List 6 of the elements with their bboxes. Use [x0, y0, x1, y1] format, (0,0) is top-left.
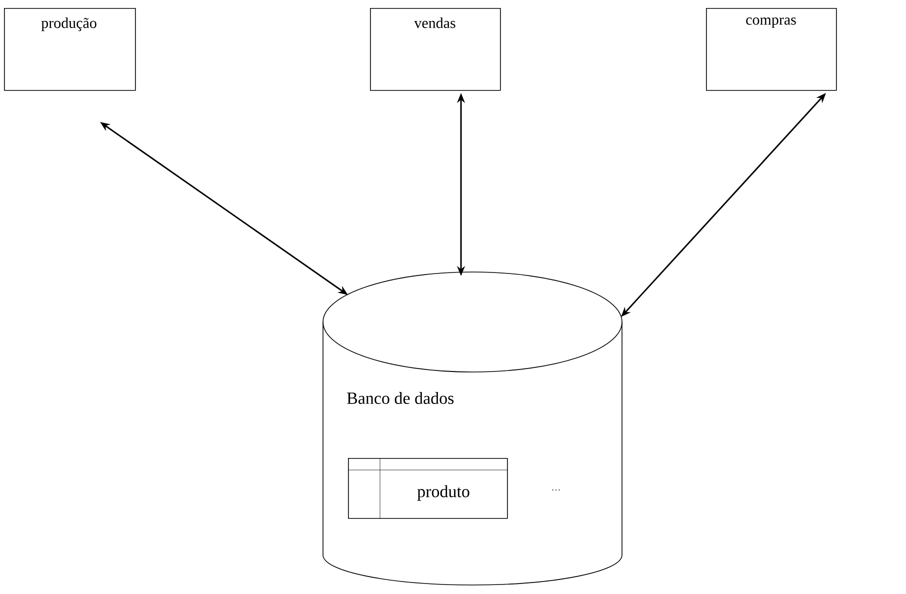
ellipsis-label: ... — [552, 489, 560, 491]
node-label: Banco de dados — [347, 392, 454, 404]
process-box: compras — [706, 8, 837, 91]
process-box: produção — [4, 8, 136, 91]
process-box: vendas — [370, 8, 501, 91]
table-drawing: produto — [348, 458, 508, 519]
